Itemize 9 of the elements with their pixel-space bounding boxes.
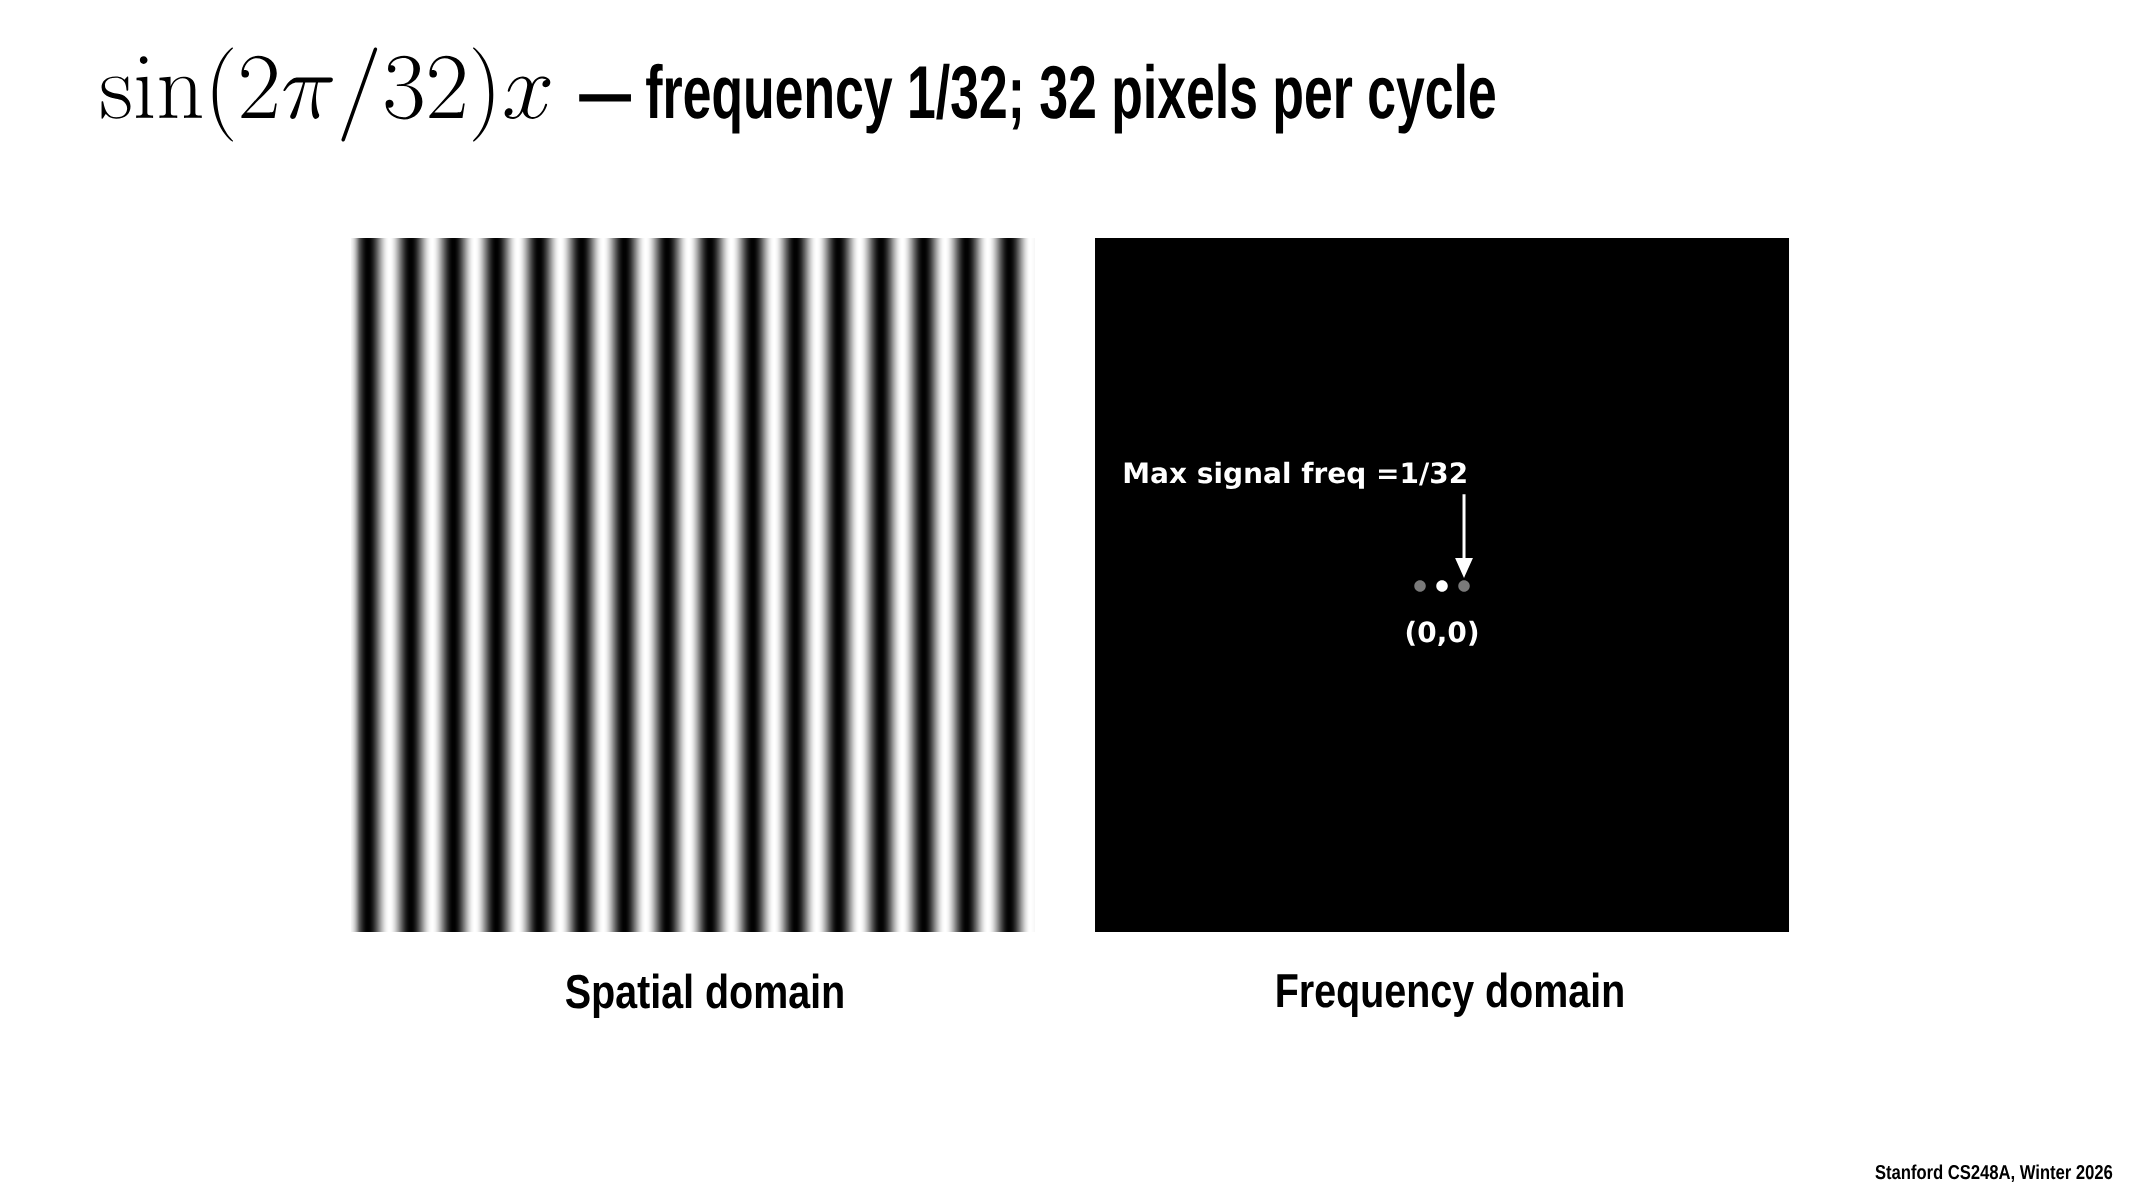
formula: $\sin(2\pi/32)x$ <box>101 47 551 142</box>
coordinate-label: (0,0) <box>1406 620 1478 646</box>
slide-title: — frequency 1/32; 32 pixels per cycle <box>579 63 1495 134</box>
image-caption: Spatial domain <box>565 973 843 1018</box>
footer-text: Stanford CS248A, Winter 2026 <box>1875 1164 2113 1183</box>
frequency-spectrum-image <box>1095 238 1789 932</box>
stripe-pattern-image <box>351 238 1035 932</box>
image-caption: Frequency domain <box>1277 972 1623 1017</box>
annotation-label: Max signal freq =1/32 <box>1124 461 1466 490</box>
